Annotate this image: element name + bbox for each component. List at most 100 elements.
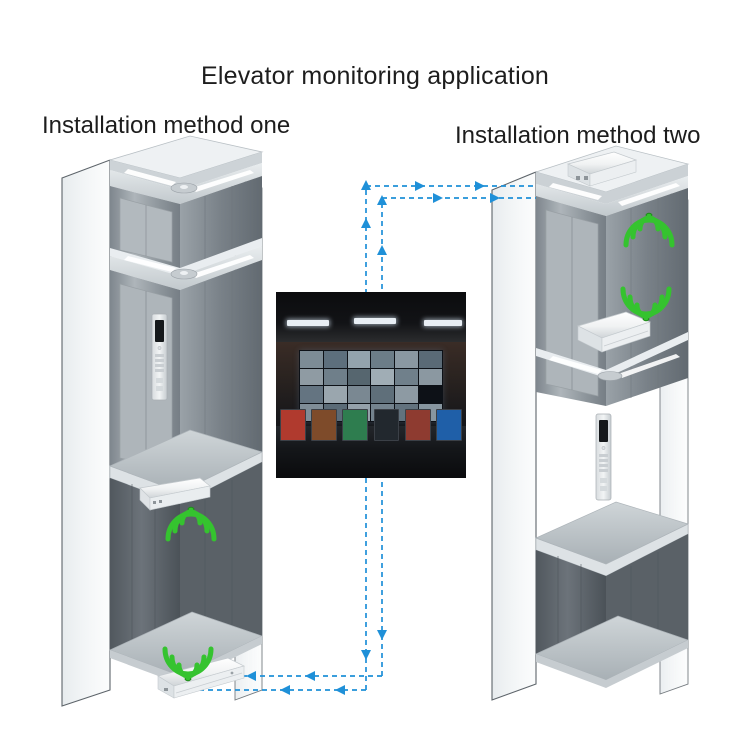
device-port-icon [164, 688, 168, 691]
control-panel-button-row[interactable] [599, 464, 608, 467]
ceiling-lamp-icon [424, 320, 463, 327]
cab-control-panel[interactable] [595, 413, 612, 501]
video-wall-tile [299, 386, 323, 404]
arrow-right-icon [415, 181, 425, 191]
cab-control-panel[interactable] [151, 313, 168, 401]
left-lower-cab-roof [110, 238, 262, 276]
ceiling-fixture-lens-icon [180, 271, 188, 275]
control-panel-button-row[interactable] [155, 354, 164, 357]
ceiling-light-strip-icon [618, 354, 680, 378]
right-upper-roof-edge [536, 164, 688, 204]
video-wall-tile [323, 386, 347, 404]
video-wall-tile [323, 368, 347, 386]
control-panel-button[interactable] [156, 386, 163, 391]
arrow-right-icon [433, 193, 443, 203]
left-lower-ceiling [110, 246, 262, 290]
left-cab-roof-device[interactable] [139, 477, 211, 511]
control-panel-button-row[interactable] [599, 454, 608, 457]
ceiling-light-strip-icon [192, 255, 254, 278]
device-port-icon [584, 176, 588, 180]
video-wall-tile [395, 368, 419, 386]
arrow-left-icon [246, 671, 256, 681]
device-front-face [601, 321, 651, 353]
video-wall-tile [395, 386, 419, 404]
ceiling-light-strip-icon [124, 256, 176, 272]
left-lower-cab [110, 238, 262, 480]
video-wall-tile [371, 350, 395, 368]
ceiling-light-strip-icon [124, 169, 176, 186]
right-cab-roof-device[interactable] [577, 311, 651, 353]
operator-monitor [342, 409, 369, 441]
device-port-icon [153, 501, 156, 504]
right-shaft-ceiling-device[interactable] [566, 151, 638, 187]
left-pit-floor-edge [110, 636, 262, 684]
device-indicator-icon [230, 671, 234, 675]
video-wall-tile [299, 350, 323, 368]
ceiling-fixture-icon [597, 371, 623, 381]
control-panel-button[interactable] [601, 446, 606, 450]
control-panel-button[interactable] [600, 478, 607, 483]
control-panel-button-row[interactable] [599, 469, 608, 472]
operator-monitor [311, 409, 337, 441]
control-panel-button-row[interactable] [155, 364, 164, 367]
device-front-face [149, 485, 211, 511]
right-lower-cab [536, 332, 688, 381]
device-port-icon [576, 176, 580, 180]
control-panel-button-row[interactable] [155, 369, 164, 372]
video-wall-tile [371, 368, 395, 386]
operator-monitor [436, 409, 463, 441]
control-panel-display [155, 320, 164, 342]
arrow-right-icon [490, 193, 500, 203]
control-room-photo [276, 292, 466, 478]
control-panel-button[interactable] [600, 486, 607, 491]
operator-monitors [279, 409, 463, 441]
video-wall-tile [323, 350, 347, 368]
ceiling-fixture-lens-icon [180, 185, 188, 189]
arrow-up-icon [361, 180, 371, 190]
left-diagram-label: Installation method one [42, 112, 291, 139]
operator-monitor [279, 409, 306, 441]
arrow-up-icon [377, 245, 387, 255]
control-panel-button[interactable] [157, 346, 162, 350]
video-wall-tile [347, 368, 371, 386]
video-wall-tile [347, 386, 371, 404]
photo-ceiling [276, 292, 466, 343]
left-upper-ceiling [110, 163, 262, 204]
right-shaft-glass-left [491, 171, 537, 701]
arrow-left-icon [335, 685, 345, 695]
left-lower-right-wall [180, 260, 262, 480]
ceiling-lamp-icon [353, 318, 396, 325]
device-front-face [173, 665, 245, 699]
device-front-face [589, 159, 637, 187]
operator-monitor [373, 409, 400, 441]
left-mid-platform [109, 429, 263, 493]
wifi-up-left-icon [163, 497, 219, 543]
video-wall-tile [347, 350, 371, 368]
ceiling-light-strip-icon [192, 170, 254, 192]
control-panel-display [599, 420, 608, 442]
left-shaft-back-wall [110, 478, 180, 668]
ceiling-light-strip-icon [549, 183, 602, 200]
device-seam [175, 672, 243, 694]
video-wall-tile [419, 386, 442, 403]
ceiling-light-strip-icon [618, 183, 680, 206]
control-panel-button-row[interactable] [599, 459, 608, 462]
photo-console-desks [276, 425, 466, 478]
control-panel-button[interactable] [156, 378, 163, 383]
arrow-down-icon [377, 630, 387, 640]
device-port-icon [159, 500, 162, 503]
arrow-right-icon [475, 181, 485, 191]
right-upper-ceiling [536, 176, 688, 216]
video-wall-tile [419, 350, 443, 368]
video-wall-tile [371, 386, 395, 404]
right-mid-platform [535, 501, 689, 565]
wifi-up-right-icon [618, 285, 674, 331]
left-elevator-assembly [61, 135, 264, 707]
arrow-left-icon [280, 685, 290, 695]
ceiling-light-strip-icon [549, 356, 602, 374]
wifi-down-right-icon [621, 203, 677, 249]
video-wall-tile [299, 368, 323, 386]
video-wall-tile [419, 368, 443, 386]
control-panel-button-row[interactable] [155, 359, 164, 362]
